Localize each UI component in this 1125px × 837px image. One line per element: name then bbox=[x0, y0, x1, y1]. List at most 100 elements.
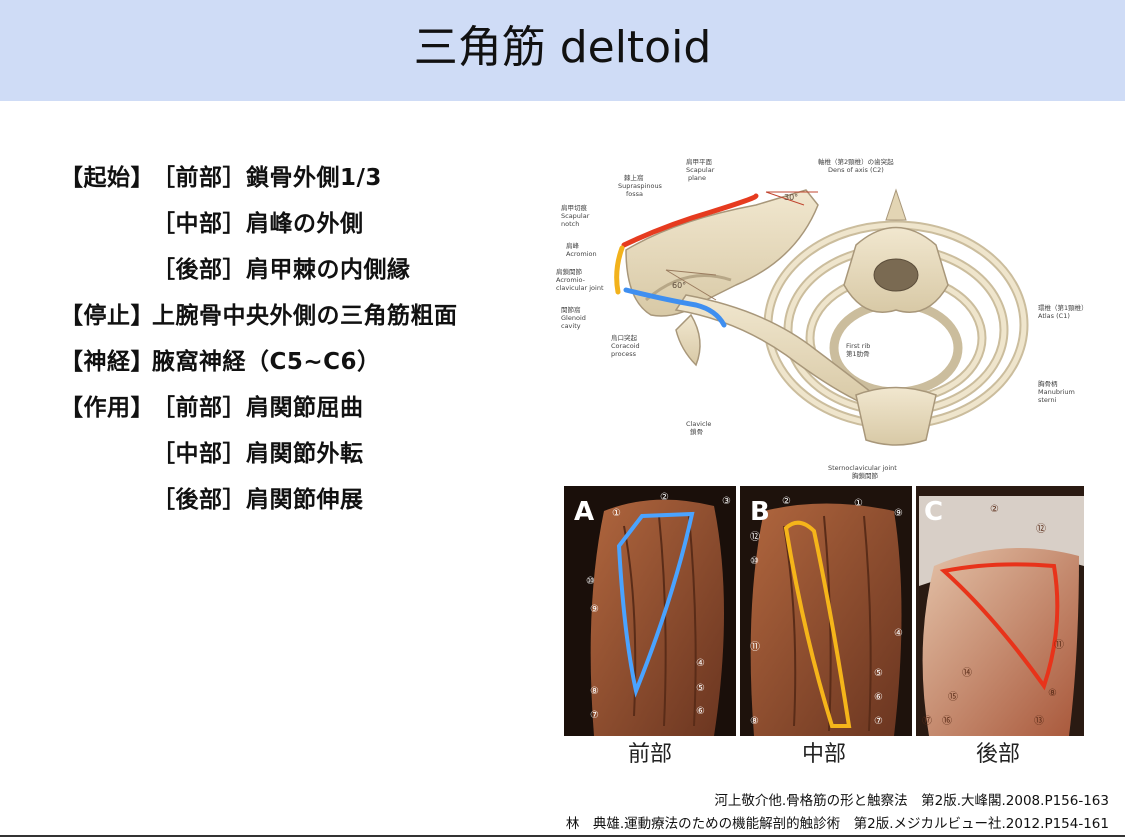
row-text: ［前部］鎖骨外側1/3 bbox=[152, 165, 382, 191]
panel-b-number: ⑦ bbox=[874, 716, 883, 727]
list-item: ［中部］肩関節外転 bbox=[60, 431, 530, 477]
angle-30-label: 30° bbox=[784, 193, 798, 202]
panel-b-number: ⑫ bbox=[750, 531, 760, 543]
row-text: 腋窩神経（C5~C6） bbox=[152, 349, 381, 375]
label-en: clavicular joint bbox=[556, 284, 604, 292]
label-en: First rib bbox=[846, 342, 870, 350]
photo-panel-b: B bbox=[740, 486, 912, 736]
label-en: Supraspinous bbox=[618, 182, 663, 190]
list-item: 【神経】腋窩神経（C5~C6） bbox=[60, 339, 530, 385]
photo-panel-a: A bbox=[564, 486, 736, 736]
label-jp: 関節窩 bbox=[561, 305, 581, 314]
label-jp: 鎖骨 bbox=[690, 427, 703, 436]
row-text: ［後部］肩甲棘の内側縁 bbox=[152, 257, 411, 283]
row-label: 【停止】 bbox=[60, 303, 154, 329]
panel-a-number: ③ bbox=[722, 496, 731, 507]
label-jp: 肩甲切痕 bbox=[561, 203, 588, 212]
list-item: 【作用】［前部］肩関節屈曲 bbox=[60, 385, 530, 431]
panel-b-number: ⑪ bbox=[750, 641, 760, 653]
panel-c-number: ⑫ bbox=[1036, 523, 1046, 535]
label-en: cavity bbox=[561, 322, 581, 330]
panel-a-number: ⑨ bbox=[590, 604, 599, 615]
panel-a-number: ④ bbox=[696, 658, 705, 669]
panel-c-number: ⑪ bbox=[1054, 639, 1064, 651]
scapula bbox=[625, 189, 819, 317]
label-en: Atlas (C1) bbox=[1038, 312, 1070, 320]
coracoid bbox=[675, 313, 701, 367]
list-item: ［後部］肩関節伸展 bbox=[60, 477, 530, 523]
label-en: Acromion bbox=[566, 250, 597, 258]
reference-line: 林 典雄.運動療法のための機能解剖的触診術 第2版.メジカルビュー社.2012.… bbox=[565, 816, 1109, 832]
middle-origin-line bbox=[614, 245, 625, 295]
row-text: ［中部］肩関節外転 bbox=[152, 441, 364, 467]
label-jp: 烏口突起 bbox=[611, 333, 638, 342]
label-jp: 第1肋骨 bbox=[846, 349, 870, 358]
label-en: Glenoid bbox=[561, 314, 586, 322]
panel-a-number: ⑩ bbox=[586, 576, 595, 587]
label-jp: 棘上窩 bbox=[624, 173, 644, 182]
caption-middle: 中部 bbox=[801, 742, 846, 767]
anterior-origin-line bbox=[621, 193, 759, 248]
label-jp: 環椎（第1頸椎） bbox=[1038, 303, 1088, 312]
label-en: sterni bbox=[1038, 396, 1057, 404]
list-item: ［後部］肩甲棘の内側縁 bbox=[60, 247, 530, 293]
angle-60-label: 60° bbox=[672, 281, 686, 290]
caption-anterior: 前部 bbox=[627, 742, 672, 767]
row-text: ［後部］肩関節伸展 bbox=[152, 487, 364, 513]
panel-letter: B bbox=[750, 497, 770, 527]
panel-b-number: ① bbox=[854, 498, 863, 509]
list-item: 【停止】上腕骨中央外側の三角筋粗面 bbox=[60, 293, 530, 339]
label-jp: 胸骨柄 bbox=[1038, 379, 1058, 388]
panel-b-number: ⑨ bbox=[894, 508, 903, 519]
panel-c-number: ⑯ bbox=[942, 715, 952, 727]
cadaver-photo-panels: A B C ① ② ③ ④ ⑤ ⑥ ⑦ ⑧ ⑨ ⑩ ① ② ④ ⑤ ⑥ ⑦ ⑧ … bbox=[564, 486, 1084, 736]
label-jp: 軸椎（第2頸椎）の歯突起 bbox=[818, 157, 894, 166]
caption-posterior: 後部 bbox=[975, 742, 1020, 767]
slide-title: 三角筋 deltoid bbox=[413, 22, 712, 73]
label-en: Acromio- bbox=[556, 276, 586, 284]
panel-b-number: ⑤ bbox=[874, 668, 883, 679]
panel-letter: C bbox=[924, 497, 943, 527]
panel-a-number: ⑦ bbox=[590, 710, 599, 721]
panel-a-number: ⑧ bbox=[590, 686, 599, 697]
list-item: 【起始】［前部］鎖骨外側1/3 bbox=[60, 155, 530, 201]
panel-b-number: ④ bbox=[894, 628, 903, 639]
panel-b-number: ⑥ bbox=[874, 692, 883, 703]
label-en: Coracoid bbox=[611, 342, 640, 350]
title-bar bbox=[0, 0, 1125, 101]
panel-c-number: ⑰ bbox=[922, 715, 932, 727]
list-item: ［中部］肩峰の外側 bbox=[60, 201, 530, 247]
reference-line: 河上敬介他.骨格筋の形と触察法 第2版.大峰閣.2008.P156-163 bbox=[714, 793, 1109, 809]
label-en: Scapular bbox=[686, 166, 715, 174]
label-en: Scapular bbox=[561, 212, 590, 220]
muscle-info-list: 【起始】［前部］鎖骨外側1/3 ［中部］肩峰の外側 ［後部］肩甲棘の内側縁 【停… bbox=[60, 155, 530, 523]
panel-b-number: ⑩ bbox=[750, 556, 759, 567]
label-en: fossa bbox=[626, 190, 643, 198]
label-en: Dens of axis (C2) bbox=[828, 166, 884, 174]
panel-c-number: ⑬ bbox=[1034, 715, 1044, 727]
panel-a-number: ② bbox=[660, 492, 669, 503]
label-en: Sternoclavicular joint bbox=[828, 464, 897, 472]
label-jp: 肩甲平面 bbox=[686, 157, 713, 166]
shoulder-girdle-illustration: 30° 60° 肩甲切痕 Scapular notch 肩峰 Acromion … bbox=[556, 157, 1088, 480]
sternum bbox=[855, 386, 937, 446]
row-text: ［前部］肩関節屈曲 bbox=[152, 395, 364, 421]
posterior-origin-line bbox=[623, 287, 727, 328]
panel-c-number: ② bbox=[990, 504, 999, 515]
bottom-rule bbox=[0, 835, 1125, 837]
label-en: Clavicle bbox=[686, 420, 711, 428]
label-en: process bbox=[611, 350, 637, 358]
row-label: 【起始】 bbox=[60, 165, 154, 191]
row-text: ［中部］肩峰の外側 bbox=[152, 211, 364, 237]
label-en: notch bbox=[561, 220, 579, 228]
row-text: 上腕骨中央外側の三角筋粗面 bbox=[152, 303, 458, 329]
label-en: Manubrium bbox=[1038, 388, 1075, 396]
label-en: plane bbox=[688, 174, 706, 182]
panel-letter: A bbox=[574, 497, 594, 527]
panel-b-number: ② bbox=[782, 496, 791, 507]
panel-a-number: ① bbox=[612, 508, 621, 519]
panel-a-number: ⑥ bbox=[696, 706, 705, 717]
panel-c-number: ⑧ bbox=[1048, 688, 1057, 699]
vertebra bbox=[843, 188, 949, 313]
label-jp: 肩峰 bbox=[566, 241, 580, 250]
